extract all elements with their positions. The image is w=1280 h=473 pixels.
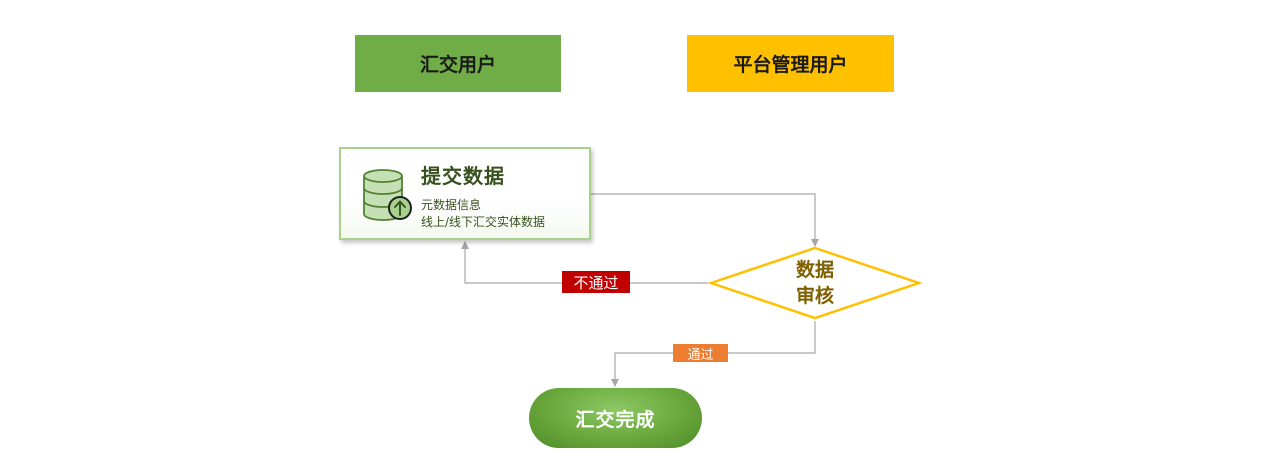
submit-data-title: 提交数据 bbox=[421, 164, 505, 188]
review-decision-node bbox=[708, 246, 922, 320]
lane-header-submitter: 汇交用户 bbox=[355, 35, 561, 92]
edge-label-pass: 通过 bbox=[673, 344, 728, 363]
lane-header-platform-admin: 平台管理用户 bbox=[687, 35, 894, 92]
lane-label-submitter: 汇交用户 bbox=[419, 54, 496, 76]
edge-label-reject: 不通过 bbox=[562, 271, 630, 293]
lane-label-platform-admin: 平台管理用户 bbox=[733, 54, 848, 76]
review-label-line1: 数据 bbox=[795, 259, 834, 281]
edge-submit-to-review bbox=[591, 193, 819, 247]
submission-complete-node: 汇交完成 bbox=[529, 388, 702, 448]
submit-data-metadata-text: 元数据信息 bbox=[421, 198, 482, 212]
submit-data-entity-text: 线上/线下汇交实体数据 bbox=[421, 215, 546, 229]
review-label-line2: 审核 bbox=[795, 285, 834, 307]
database-upload-icon bbox=[363, 169, 412, 221]
review-decision-label: 数据 审核 bbox=[765, 257, 865, 309]
submission-complete-label: 汇交完成 bbox=[575, 408, 656, 431]
submit-data-node: 提交数据 元数据信息 线上/线下汇交实体数据 bbox=[339, 147, 591, 240]
